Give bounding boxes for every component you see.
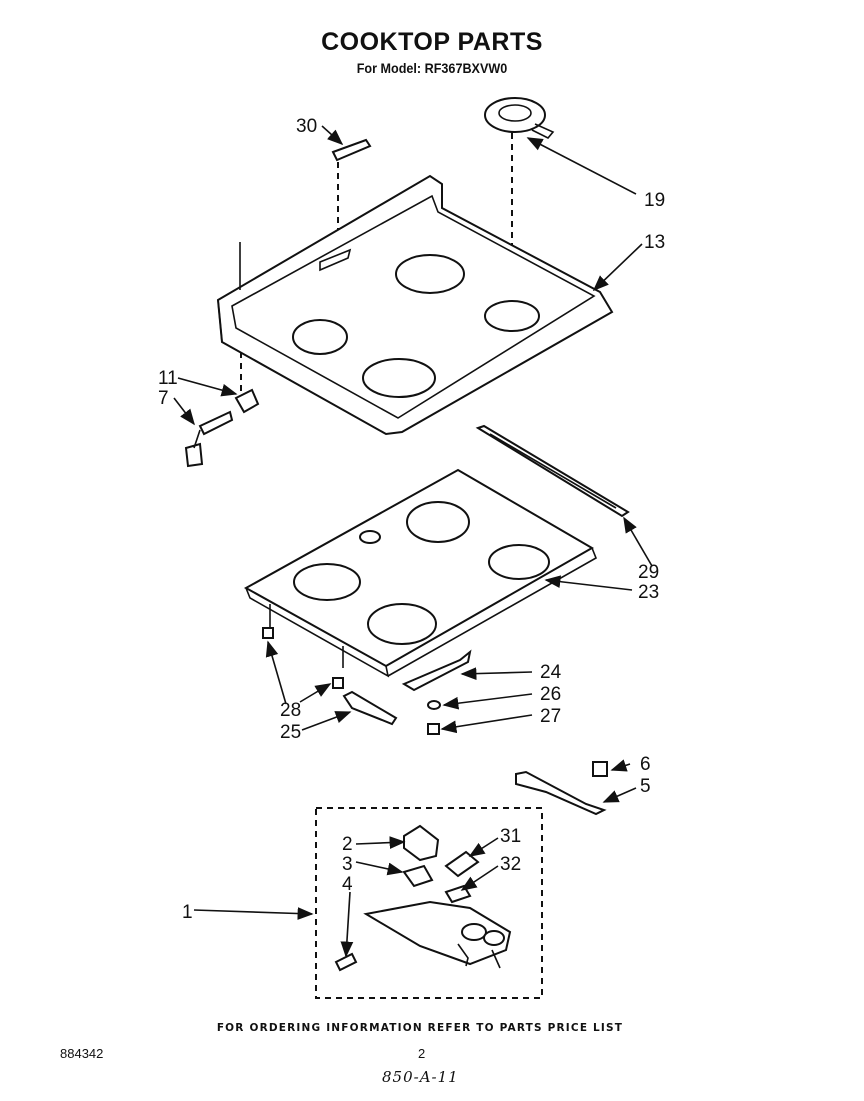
- leader-lines: [173, 125, 653, 958]
- page-number: 2: [418, 1046, 426, 1061]
- callout-25: 25: [280, 722, 301, 743]
- switch-2: [403, 824, 440, 862]
- switch-kit-box-1: [315, 807, 543, 999]
- trim-strip-29: [475, 424, 630, 518]
- document-number: 884342: [60, 1046, 104, 1061]
- bracket-5: [515, 770, 607, 816]
- callout-26: 26: [540, 684, 561, 705]
- callout-labels: 30 19 13 11 7 29 23 24 26 27 28 25 6 5 2…: [158, 116, 665, 923]
- terminal-wire-7: [184, 410, 234, 468]
- shield-4: [334, 952, 358, 972]
- nut-27: [427, 723, 440, 735]
- switch-31: [444, 850, 480, 878]
- callout-24: 24: [540, 662, 562, 683]
- callout-4: 4: [342, 874, 353, 895]
- callout-6: 6: [640, 754, 651, 775]
- receptacle-11: [234, 352, 260, 414]
- plate-3: [402, 864, 434, 888]
- bracket-25: [342, 690, 398, 726]
- callout-3: 3: [342, 854, 353, 875]
- cooktop-pan-23: [243, 468, 598, 678]
- ordering-note: FOR ORDERING INFORMATION REFER TO PARTS …: [216, 1022, 624, 1034]
- callout-2: 2: [342, 834, 353, 855]
- callout-28: 28: [280, 700, 301, 721]
- washer-26: [427, 700, 441, 710]
- callout-5: 5: [640, 776, 651, 797]
- callout-23: 23: [638, 582, 659, 603]
- callout-30: 30: [296, 116, 317, 137]
- callout-32: 32: [500, 854, 521, 875]
- clip-6: [592, 761, 608, 777]
- callout-27: 27: [540, 706, 561, 727]
- clips-28: [262, 627, 344, 689]
- callout-7: 7: [158, 388, 169, 409]
- model-subtitle: For Model: RF367BXVW0: [356, 60, 508, 76]
- page-title: COOKTOP PARTS: [321, 28, 543, 56]
- control-assembly: [363, 900, 512, 969]
- bracket-24: [401, 649, 472, 692]
- surface-element-19: [484, 97, 555, 300]
- callout-31: 31: [500, 826, 521, 847]
- callout-1: 1: [182, 902, 193, 923]
- callout-11: 11: [158, 368, 178, 389]
- callout-19: 19: [644, 190, 665, 211]
- main-top-13: [216, 174, 614, 436]
- plate-32: [444, 884, 472, 904]
- handwritten-code: 850-A-11: [382, 1068, 459, 1086]
- callout-13: 13: [644, 232, 665, 253]
- callout-29: 29: [638, 562, 659, 583]
